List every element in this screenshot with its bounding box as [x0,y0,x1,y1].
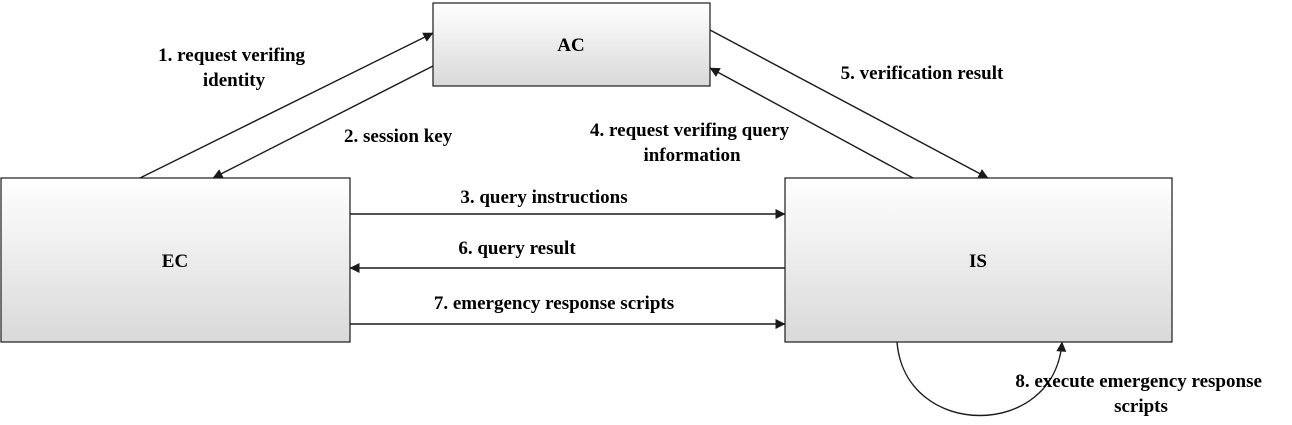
edge-1-label-line-2: identity [203,70,266,91]
edge-8-label: 8. execute emergency response scripts [1015,371,1266,417]
edge-8-label-line-1: 8. execute emergency response [1015,371,1262,392]
edge-1-label: 1. request verifing identity [158,45,310,91]
node-ec-label: EC [162,251,188,272]
edge-1-arrow [139,32,434,179]
edge-1-label-line-1: 1. request verifing [158,45,305,66]
edge-5-label: 5. verification result [841,63,1004,84]
edge-6-label: 6. query result [458,238,576,259]
edge-2-label: 2. session key [344,126,453,147]
node-ac-label: AC [557,35,584,56]
edge-4-label-line-2: information [643,145,741,166]
node-ec: EC [0,177,351,343]
node-is: IS [784,177,1173,343]
edge-3-label-line-1: 3. query instructions [460,187,627,208]
edge-2-arrow [212,65,434,179]
edge-8-label-line-2: scripts [1114,396,1168,417]
node-is-label: IS [969,251,987,272]
edge-4-label-line-1: 4. request verifing query [590,120,790,141]
edge-5-arrow [709,29,989,179]
node-ac-box [432,2,711,87]
edge-7-label: 7. emergency response scripts [434,293,674,314]
edge-6-label-line-1: 6. query result [458,238,576,259]
edge-4-arrow [709,67,914,179]
edge-3-label: 3. query instructions [460,187,627,208]
edge-2-label-line-1: 2. session key [344,126,453,147]
edge-8-loop-arrow [896,341,1067,416]
edge-5-label-line-1: 5. verification result [841,63,1004,84]
node-ec-box [0,177,351,343]
edge-4-label: 4. request verifing query information [590,120,794,166]
edge-7-label-line-1: 7. emergency response scripts [434,293,674,314]
node-ac: AC [432,2,711,87]
